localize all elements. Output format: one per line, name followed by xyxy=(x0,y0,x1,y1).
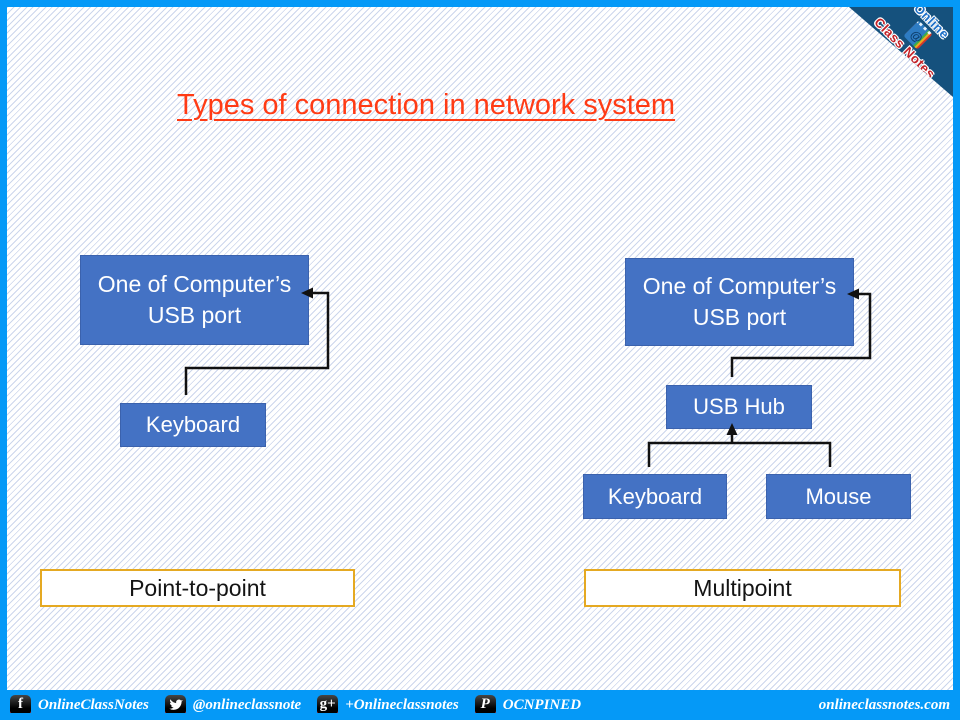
usb-port-box-left: One of Computer’s USB port xyxy=(80,255,309,345)
footer-googleplus[interactable]: g+ +Onlineclassnotes xyxy=(317,694,459,713)
caption-point-to-point: Point-to-point xyxy=(40,569,355,607)
keyboard-box-left: Keyboard xyxy=(120,403,266,447)
pinterest-icon[interactable]: P xyxy=(474,694,496,713)
usb-hub-box: USB Hub xyxy=(666,385,812,429)
twitter-handle: @onlineclassnote xyxy=(192,696,302,713)
at-glyph: @ xyxy=(907,26,927,46)
page-title: Types of connection in network system xyxy=(177,89,676,121)
corner-logo: Online @ Class Notes xyxy=(849,7,953,97)
usb-port-box-right-line1: One of Computer’s xyxy=(642,273,837,299)
caption-multipoint: Multipoint xyxy=(584,569,901,607)
usb-port-box-right-line2: USB port xyxy=(692,304,787,330)
usb-port-box-right: One of Computer’s USB port xyxy=(625,258,854,346)
mouse-box: Mouse xyxy=(766,474,911,519)
footer-twitter[interactable]: @onlineclassnote xyxy=(164,694,302,713)
footer-facebook[interactable]: f OnlineClassNotes xyxy=(10,694,149,713)
website-url[interactable]: onlineclassnotes.com xyxy=(818,696,950,713)
facebook-icon[interactable]: f xyxy=(10,694,31,713)
facebook-handle: OnlineClassNotes xyxy=(38,696,149,713)
usb-port-box-left-line1: One of Computer’s xyxy=(97,271,292,297)
pinterest-handle: OCNPINED xyxy=(502,696,582,713)
footer-bar: f OnlineClassNotes @onlineclassnote g+ +… xyxy=(7,690,953,713)
googleplus-icon[interactable]: g+ xyxy=(317,694,339,713)
usb-port-box-left-line2: USB port xyxy=(147,302,242,328)
googleplus-handle: +Onlineclassnotes xyxy=(345,696,459,713)
keyboard-box-right: Keyboard xyxy=(583,474,727,519)
footer-pinterest[interactable]: P OCNPINED xyxy=(474,694,582,713)
twitter-icon[interactable] xyxy=(164,694,186,713)
